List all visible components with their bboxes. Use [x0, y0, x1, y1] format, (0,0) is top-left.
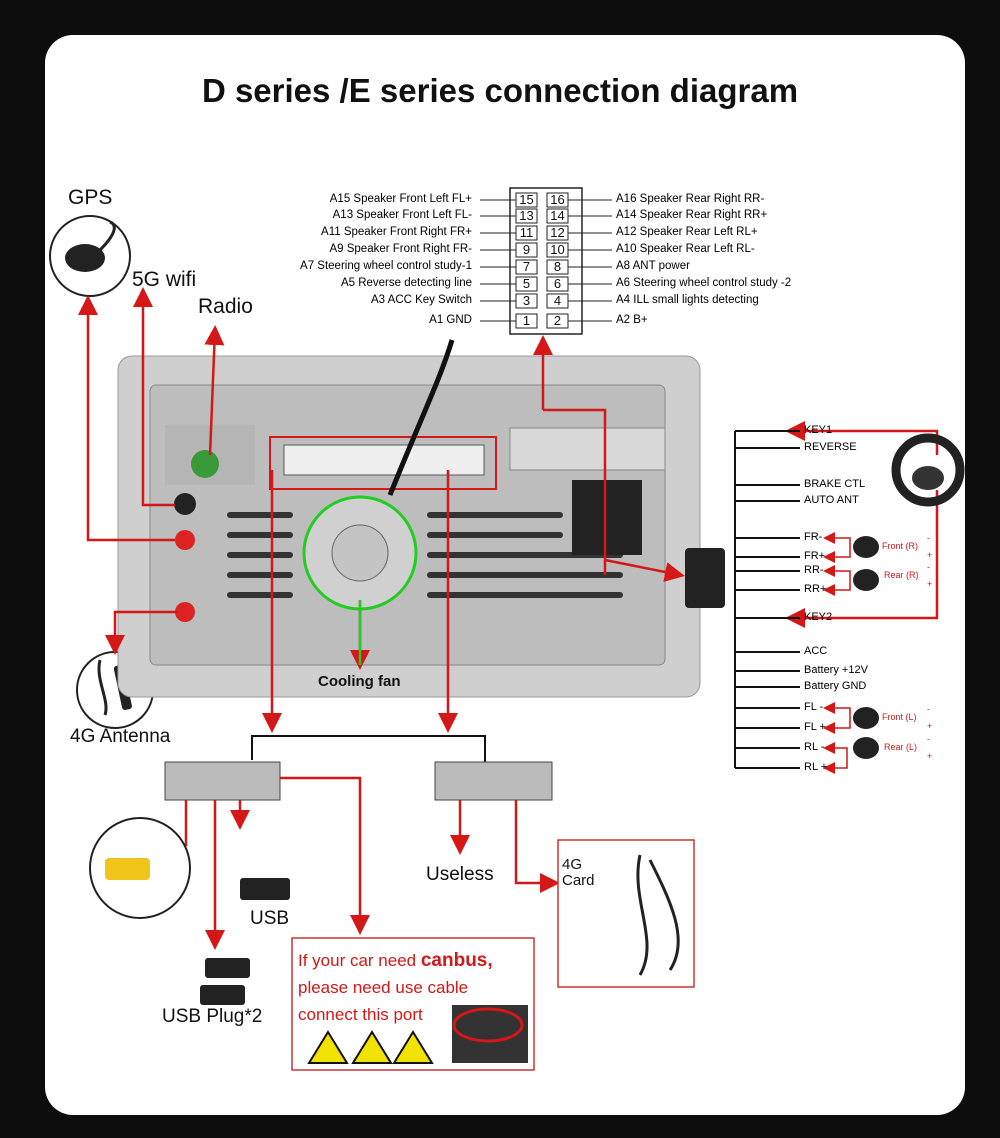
- pin-number: 1: [522, 313, 531, 328]
- pin-label-right: A4 ILL small lights detecting: [616, 294, 759, 306]
- speaker-plus: +: [927, 550, 933, 560]
- canbus-note-line1: If your car need: [298, 951, 421, 970]
- pin-label-right: A12 Speaker Rear Left RL+: [616, 226, 758, 238]
- harness-wire-label: RL -: [804, 741, 825, 753]
- harness-wire-label: KEY2: [804, 611, 833, 623]
- gps-label: GPS: [68, 186, 113, 209]
- canbus-note-line2: please need use cable: [298, 978, 469, 997]
- 4g-card-label-line1: 4G: [562, 856, 583, 873]
- pin-number: 7: [522, 259, 531, 274]
- radio-label: Radio: [198, 295, 253, 318]
- pin-number: 13: [519, 208, 534, 223]
- pin-label-right: A16 Speaker Rear Right RR-: [616, 193, 765, 205]
- harness-plug: [685, 548, 725, 608]
- pin-number: 10: [550, 242, 565, 257]
- pin-label-right: A6 Steering wheel control study -2: [616, 277, 792, 289]
- pin-number: 14: [550, 208, 565, 223]
- cooling-fan-label: Cooling fan: [318, 673, 401, 690]
- pin-label-left: A5 Reverse detecting line: [340, 277, 472, 289]
- pin-label-left: A15 Speaker Front Left FL+: [329, 193, 472, 205]
- speaker-label: Rear (R): [884, 570, 919, 580]
- harness-wire-label: FL +: [804, 721, 826, 733]
- pin-number: 6: [553, 276, 562, 291]
- harness-wire-label: AUTO ANT: [804, 494, 859, 506]
- pin-number: 4: [553, 293, 562, 308]
- pin-number: 5: [522, 276, 531, 291]
- harness-wire-label: RR-: [804, 564, 824, 576]
- pin-label-left: A13 Speaker Front Left FL-: [332, 209, 472, 221]
- 4g-card-box: [557, 839, 695, 988]
- pin-label-left: A7 Steering wheel control study-1: [300, 260, 472, 272]
- speaker-label: Front (R): [882, 541, 918, 551]
- pin-label-right: A10 Speaker Rear Left RL-: [616, 243, 755, 255]
- speaker-minus: -: [927, 562, 930, 572]
- 4g-card-label-line2: Card: [562, 872, 595, 889]
- warning-icon: [307, 1030, 434, 1064]
- pin-label-left: A9 Speaker Front Right FR-: [329, 243, 472, 255]
- harness-wire-label: Battery +12V: [804, 664, 868, 676]
- harness-wire-label: FR+: [804, 550, 826, 562]
- speaker-label: Front (L): [882, 712, 917, 722]
- usb-image: [240, 878, 290, 900]
- harness-wire-label: Battery GND: [804, 680, 867, 692]
- speaker-plus: +: [927, 751, 933, 761]
- pin-number: 12: [550, 225, 565, 240]
- 4g-antenna-label: 4G Antenna: [70, 726, 171, 747]
- steering-wheel-image: [891, 433, 965, 507]
- useless-label: Useless: [426, 864, 494, 885]
- speaker-label: Rear (L): [884, 742, 918, 752]
- page-title: D series /E series connection diagram: [201, 72, 799, 109]
- pin-number: 16: [550, 192, 565, 207]
- speaker-minus: -: [927, 734, 930, 744]
- harness-wire-label: BRAKE CTL: [804, 478, 866, 490]
- canbus-comma: ,: [487, 950, 493, 971]
- speaker-plus: +: [927, 579, 933, 589]
- head-unit-back-panel: [117, 355, 701, 698]
- speaker-minus: -: [927, 704, 930, 714]
- pin-number: 15: [519, 192, 534, 207]
- speaker-minus: -: [927, 533, 930, 543]
- pin-label-left: A11 Speaker Front Right FR+: [321, 226, 472, 238]
- canbus-note-line3: connect this port: [298, 1005, 423, 1024]
- harness-wire-label: RL +: [804, 761, 828, 773]
- pin-label-right: A14 Speaker Rear Right RR+: [616, 209, 768, 221]
- speaker-plus: +: [927, 721, 933, 731]
- pin-label-left: A3 ACC Key Switch: [371, 294, 472, 306]
- harness-wire-label: ACC: [804, 645, 828, 657]
- pin-label-right: A8 ANT power: [616, 260, 690, 272]
- gps-antenna-image: [49, 215, 131, 297]
- pin-number: 8: [553, 259, 562, 274]
- usb-label: USB: [250, 908, 290, 929]
- pin-number: 9: [522, 242, 531, 257]
- harness-wire-label: FL -: [804, 701, 824, 713]
- pin-label-left: A1 GND: [429, 314, 472, 326]
- canbus-keyword: canbus: [420, 950, 488, 971]
- pin-label-right: A2 B+: [616, 314, 648, 326]
- pin-number: 11: [519, 225, 534, 240]
- canbus-note: If your car need canbus, please need use…: [298, 947, 493, 1028]
- wifi-label: 5G wifi: [132, 268, 197, 291]
- harness-wire-label: FR-: [804, 531, 823, 543]
- 4g-connector: [434, 761, 553, 801]
- usb-plug-label: USB Plug*2: [162, 1006, 263, 1027]
- pin-number: 3: [522, 293, 531, 308]
- canbus-usb-connector: [164, 761, 281, 801]
- pin-number: 2: [553, 313, 562, 328]
- harness-wire-label: REVERSE: [804, 441, 857, 453]
- harness-wire-label: KEY1: [804, 424, 833, 436]
- usb-plug-image: [205, 958, 250, 978]
- harness-wire-label: RR+: [804, 583, 827, 595]
